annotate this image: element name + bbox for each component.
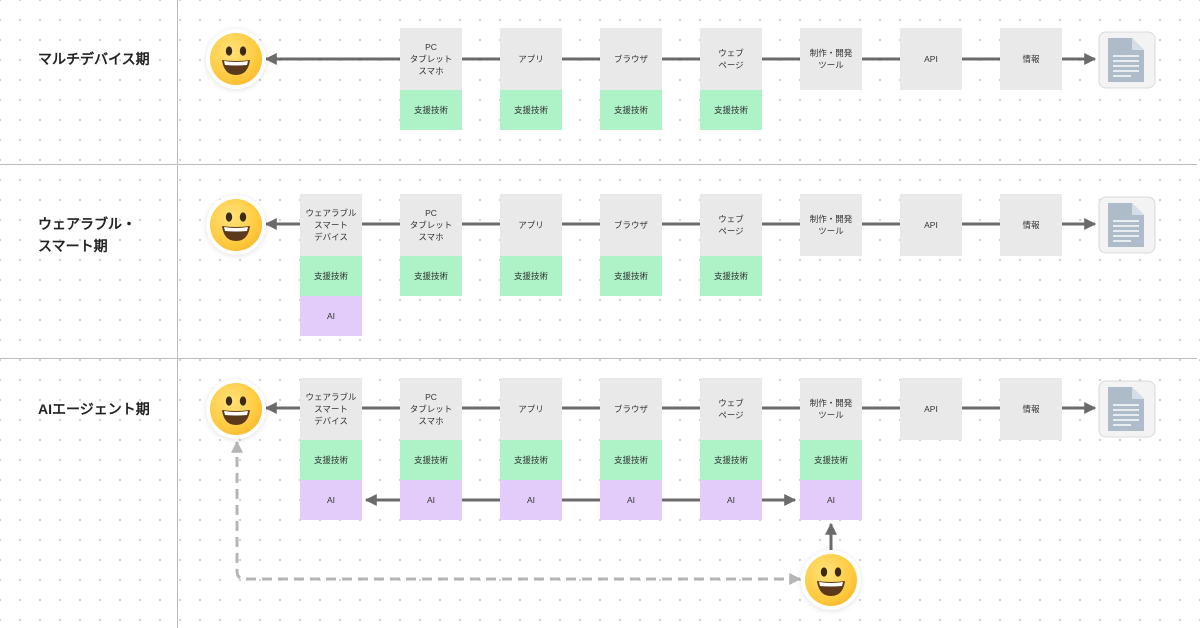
box-assistive-tech: 支援技術 [400, 440, 462, 480]
box-web-page: ウェブ ページ [700, 378, 762, 440]
box-assistive-tech: 支援技術 [300, 256, 362, 296]
box-ai: AI [800, 480, 862, 520]
row-divider-1 [0, 164, 1197, 165]
box-api: API [900, 378, 962, 440]
box-authoring-tools: 制作・開発 ツール [800, 378, 862, 440]
box-pc-tablet-smartphone: PC タブレット スマホ [400, 28, 462, 90]
box-assistive-tech: 支援技術 [700, 440, 762, 480]
box-browser: ブラウザ [600, 378, 662, 440]
box-assistive-tech: 支援技術 [500, 440, 562, 480]
box-authoring-tools: 制作・開発 ツール [800, 194, 862, 256]
box-ai: AI [600, 480, 662, 520]
box-information: 情報 [1000, 28, 1062, 90]
box-information: 情報 [1000, 378, 1062, 440]
box-pc-tablet-smartphone: PC タブレット スマホ [400, 378, 462, 440]
column-divider [177, 0, 178, 628]
box-ai: AI [500, 480, 562, 520]
row-label-ai-agent: AIエージェント期 [38, 401, 150, 417]
box-assistive-tech: 支援技術 [400, 90, 462, 130]
box-browser: ブラウザ [600, 194, 662, 256]
box-assistive-tech: 支援技術 [700, 256, 762, 296]
smiling-face-icon [805, 554, 857, 606]
box-assistive-tech: 支援技術 [500, 256, 562, 296]
box-ai: AI [400, 480, 462, 520]
box-wearable-smart-device: ウェアラブル スマート デバイス [300, 194, 362, 256]
box-assistive-tech: 支援技術 [600, 440, 662, 480]
box-pc-tablet-smartphone: PC タブレット スマホ [400, 194, 462, 256]
row-label-multidevice: マルチデバイス期 [38, 51, 150, 67]
document-icon [1098, 195, 1156, 255]
box-assistive-tech: 支援技術 [400, 256, 462, 296]
box-browser: ブラウザ [600, 28, 662, 90]
box-web-page: ウェブ ページ [700, 194, 762, 256]
box-wearable-smart-device: ウェアラブル スマート デバイス [300, 378, 362, 440]
box-ai: AI [300, 480, 362, 520]
box-assistive-tech: 支援技術 [700, 90, 762, 130]
dashed-return-arrow [231, 440, 802, 585]
document-icon [1098, 30, 1156, 90]
box-web-page: ウェブ ページ [700, 28, 762, 90]
box-assistive-tech: 支援技術 [500, 90, 562, 130]
document-icon [1098, 379, 1156, 439]
box-assistive-tech: 支援技術 [300, 440, 362, 480]
box-api: API [900, 28, 962, 90]
box-ai: AI [300, 296, 362, 336]
box-information: 情報 [1000, 194, 1062, 256]
box-assistive-tech: 支援技術 [800, 440, 862, 480]
box-authoring-tools: 制作・開発 ツール [800, 28, 862, 90]
box-app: アプリ [500, 194, 562, 256]
box-ai: AI [700, 480, 762, 520]
box-app: アプリ [500, 28, 562, 90]
smiling-face-icon [210, 33, 262, 85]
smiling-face-icon [210, 199, 262, 251]
box-app: アプリ [500, 378, 562, 440]
box-assistive-tech: 支援技術 [600, 90, 662, 130]
smiling-face-icon [210, 383, 262, 435]
row-divider-2 [0, 358, 1197, 359]
row-label-wearable: ウェアラブル・ スマート期 [38, 216, 136, 254]
box-assistive-tech: 支援技術 [600, 256, 662, 296]
box-api: API [900, 194, 962, 256]
